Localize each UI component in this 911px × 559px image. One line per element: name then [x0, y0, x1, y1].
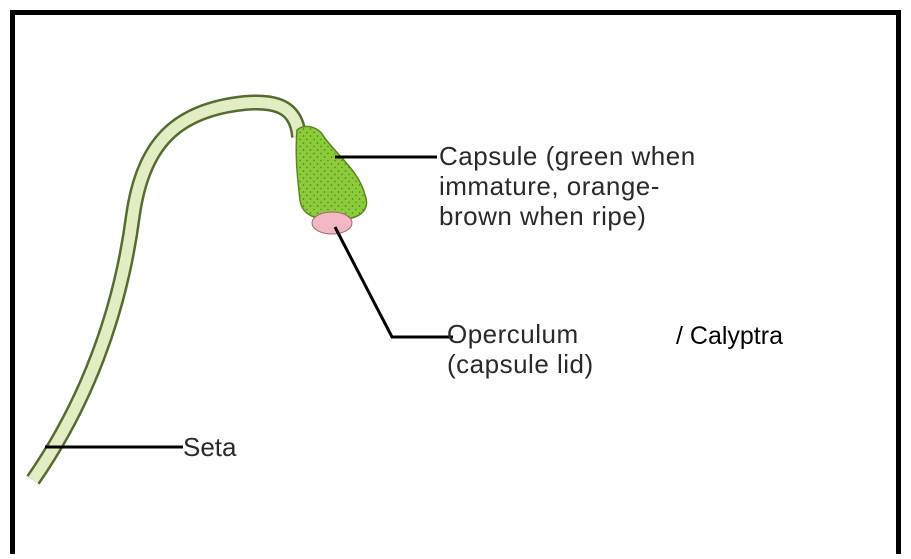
- moss-sporophyte-diagram: [15, 15, 901, 554]
- operculum-label-line-1: Operculum: [447, 319, 594, 349]
- capsule-label-line-2: immature, orange-: [439, 171, 696, 201]
- operculum-leader-line: [335, 227, 453, 337]
- capsule-label-line-1: Capsule (green when: [439, 141, 696, 171]
- seta-stalk: [33, 102, 299, 480]
- capsule-label: Capsule (green when immature, orange- br…: [439, 141, 696, 231]
- leader-lines: [45, 157, 453, 447]
- operculum-label: Operculum (capsule lid): [447, 319, 594, 379]
- capsule-label-line-3: brown when ripe): [439, 201, 696, 231]
- operculum: [312, 212, 352, 234]
- capsule-texture: [296, 126, 366, 220]
- calyptra-label: / Calyptra: [676, 321, 783, 351]
- diagram-frame: Capsule (green when immature, orange- br…: [10, 10, 901, 554]
- operculum-label-line-2: (capsule lid): [447, 349, 594, 379]
- seta-label: Seta: [183, 432, 237, 462]
